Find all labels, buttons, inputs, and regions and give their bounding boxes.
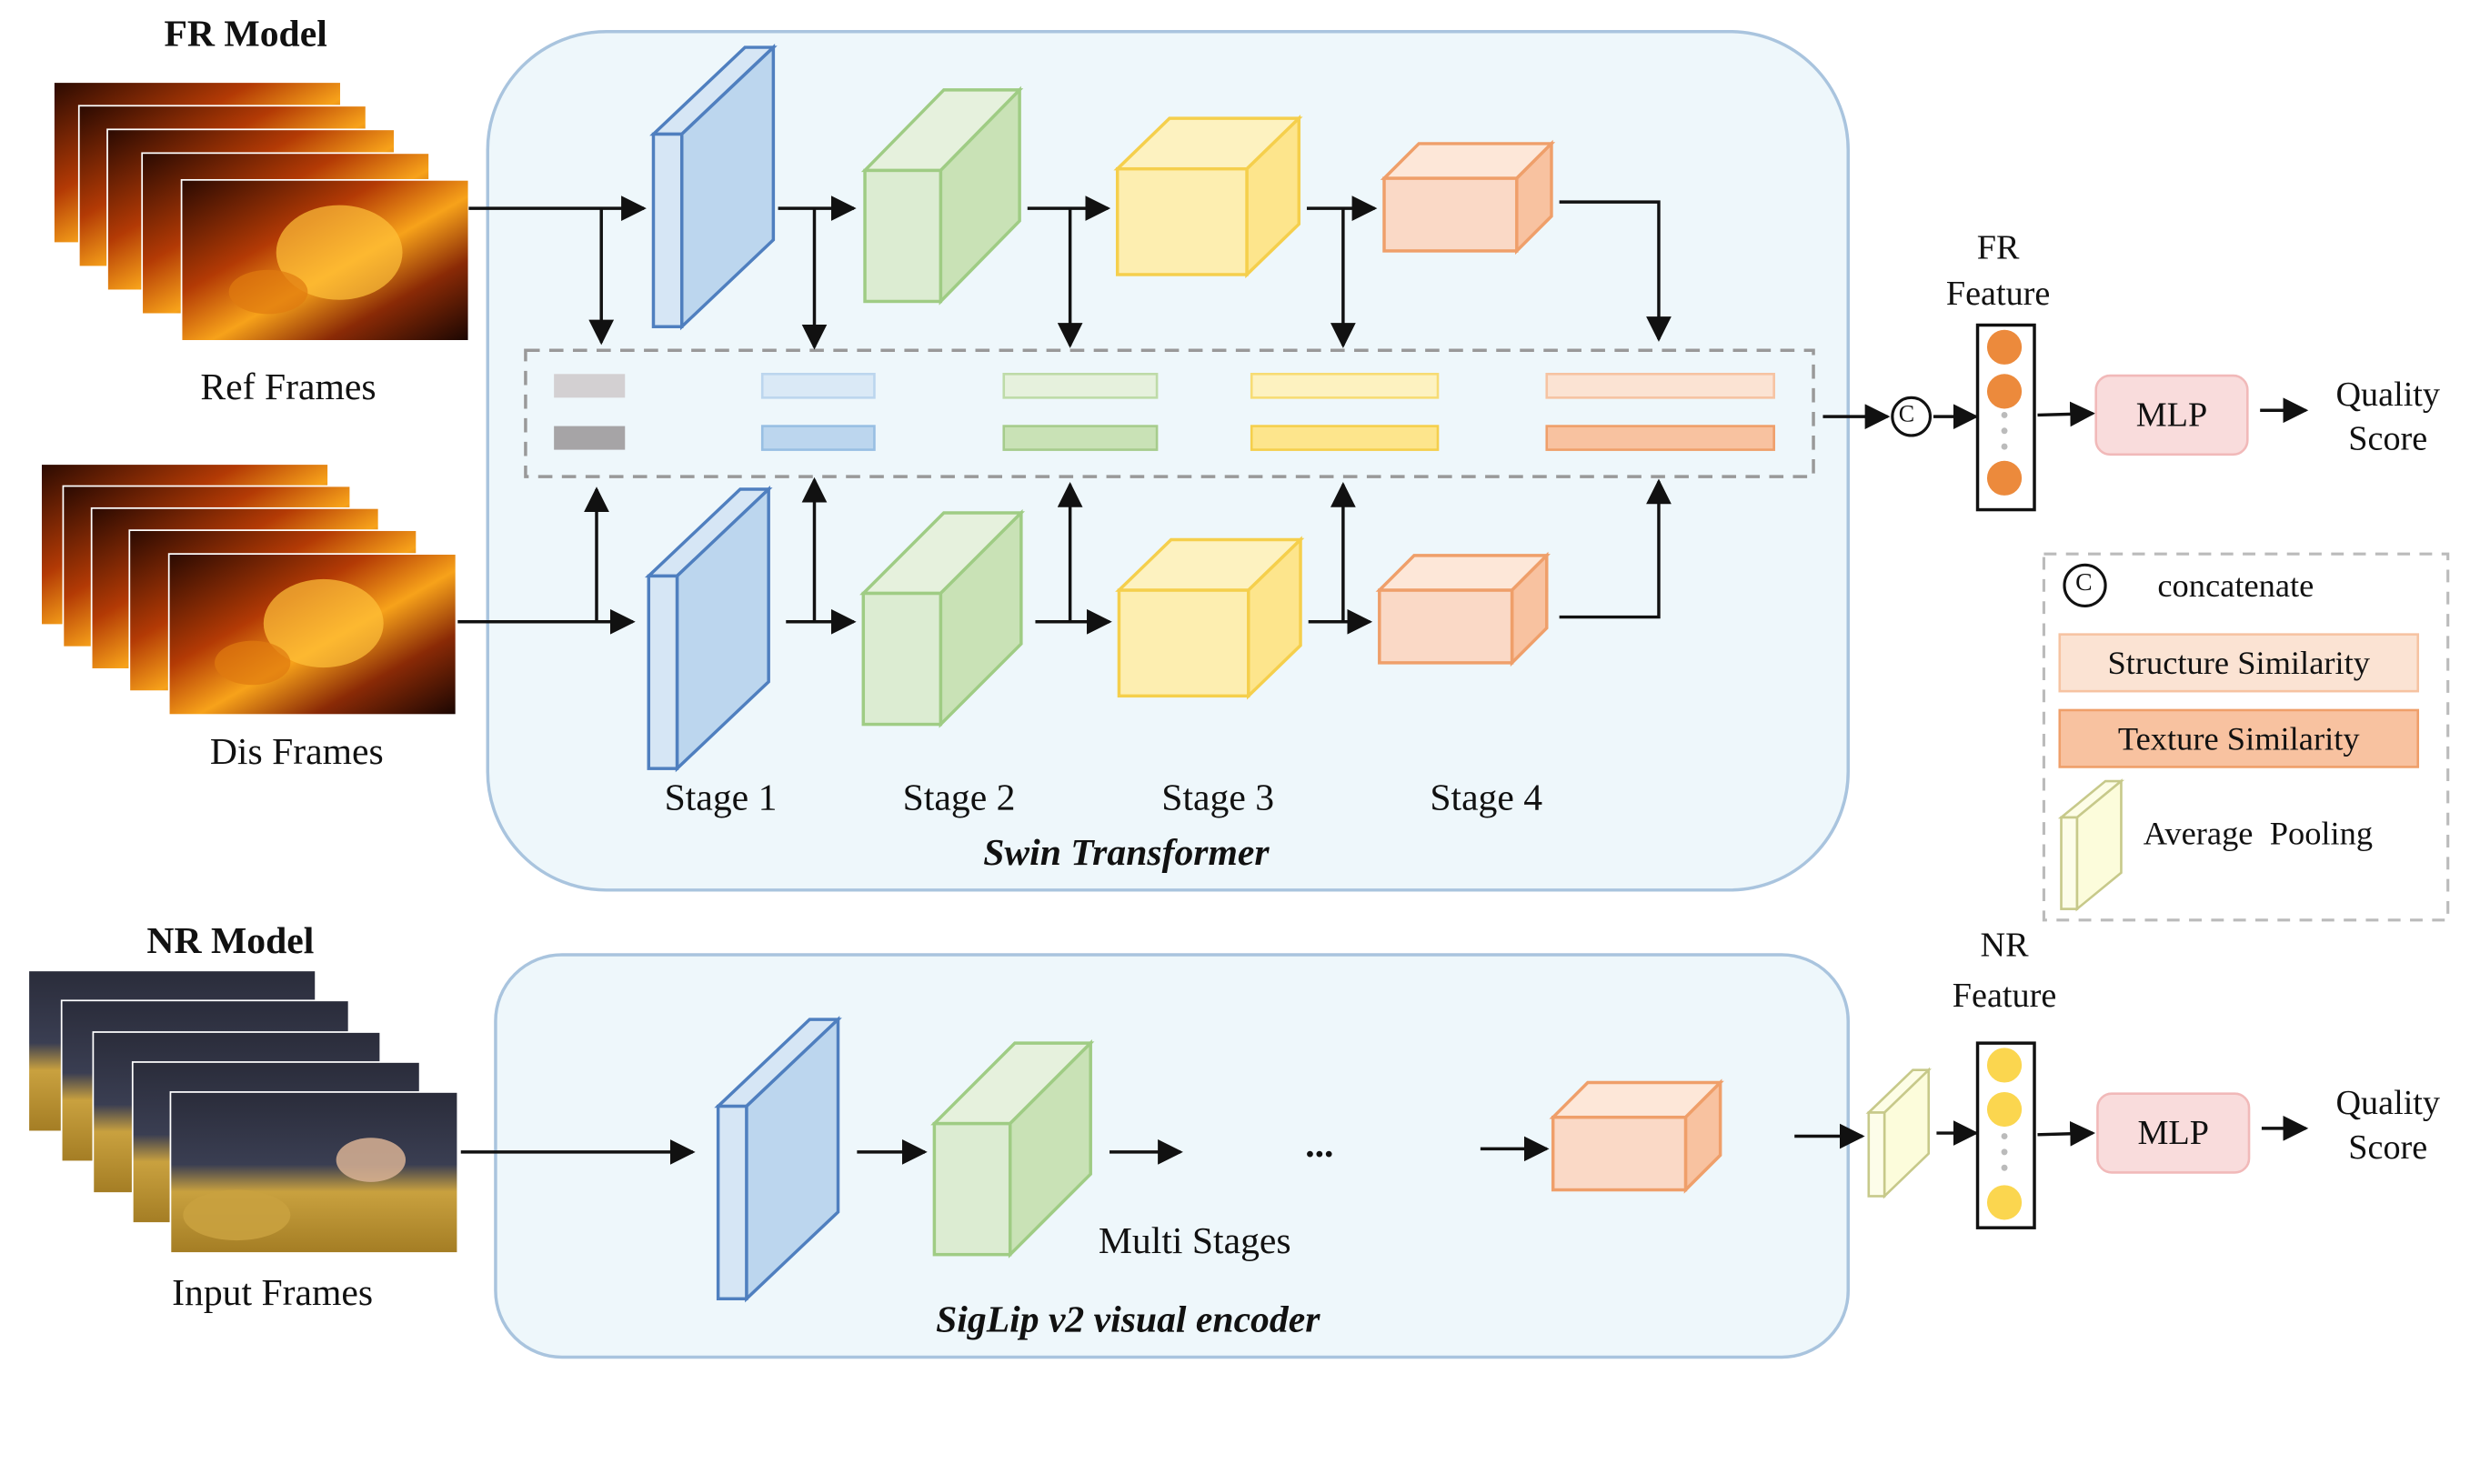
concat-symbol: C xyxy=(1898,402,1915,428)
siglip-title: SigLip v2 visual encoder xyxy=(936,1300,1320,1342)
fr-mlp-box xyxy=(2094,374,2249,456)
multi-stages-label: Multi Stages xyxy=(1098,1221,1291,1263)
stage1-bottom-block xyxy=(644,485,773,773)
dis-frames-label: Dis Frames xyxy=(209,732,384,774)
legend-texture-swatch xyxy=(2058,708,2420,768)
fr-mlp-label: MLP xyxy=(2135,394,2208,435)
legend-texture-label: Texture Similarity xyxy=(2117,718,2360,757)
ref-frames-stack xyxy=(53,81,470,342)
fr-feature-label-line2: Feature xyxy=(1945,273,2051,313)
legend-pooling-label: Average Pooling xyxy=(2143,814,2374,853)
stage1-top-block xyxy=(649,44,778,331)
nr-arrows xyxy=(460,1115,2309,1165)
fr-feature-label-line1: FR xyxy=(1976,226,2020,267)
stage4-bottom-block xyxy=(1375,551,1551,667)
fr-arrows xyxy=(457,196,2309,635)
concat-icon xyxy=(1891,396,1933,437)
nr-feature-label-line2: Feature xyxy=(1952,975,2057,1015)
stage2-bottom-block xyxy=(859,508,1026,728)
legend-concatenate-label: concatenate xyxy=(2157,567,2314,605)
fr-model-title: FR Model xyxy=(164,14,327,55)
ref-frames-label: Ref Frames xyxy=(200,367,377,409)
legend-concat-symbol: C xyxy=(2075,569,2093,597)
fr-quality-score-line1: Quality xyxy=(2335,374,2441,414)
stage-3-label: Stage 3 xyxy=(1161,777,1275,819)
similarity-feature-box xyxy=(524,348,1815,478)
input-frames-label: Input Frames xyxy=(172,1273,374,1315)
stage-4-label: Stage 4 xyxy=(1430,777,1543,819)
fr-feature-vector xyxy=(1975,323,2036,512)
legend-structure-label: Structure Similarity xyxy=(2107,643,2370,681)
stage-2-label: Stage 2 xyxy=(902,777,1016,819)
stage3-top-block xyxy=(1113,115,1303,279)
stage4-top-block xyxy=(1380,139,1556,256)
legend-pooling-icon xyxy=(2057,778,2125,912)
nr-quality-score-line1: Quality xyxy=(2335,1082,2441,1122)
nr-stage2-block xyxy=(930,1038,1095,1258)
dis-frames-stack xyxy=(40,463,457,717)
stage-1-label: Stage 1 xyxy=(664,777,778,819)
similarity-bars xyxy=(554,373,1775,451)
input-frames-stack xyxy=(27,969,459,1254)
swin-transformer-title: Swin Transformer xyxy=(983,833,1270,875)
nr-quality-score-line2: Score xyxy=(2348,1127,2428,1167)
nr-mlp-label: MLP xyxy=(2137,1112,2209,1152)
legend-concat-icon xyxy=(2063,563,2107,607)
nr-mlp-box xyxy=(2096,1092,2251,1174)
nr-last-stage-block xyxy=(1549,1078,1724,1194)
nr-model-title: NR Model xyxy=(146,921,315,963)
nr-feature-vector xyxy=(1975,1041,2036,1229)
stage3-bottom-block xyxy=(1115,536,1305,700)
nr-stage1-block xyxy=(714,1016,842,1303)
nr-feature-label-line1: NR xyxy=(1980,924,2029,965)
nr-pooling-block xyxy=(1865,1067,1932,1199)
stage2-top-block xyxy=(860,85,1024,306)
ellipsis: ... xyxy=(1305,1125,1334,1167)
legend-structure-swatch xyxy=(2058,633,2420,693)
fr-quality-score-line2: Score xyxy=(2348,417,2428,458)
